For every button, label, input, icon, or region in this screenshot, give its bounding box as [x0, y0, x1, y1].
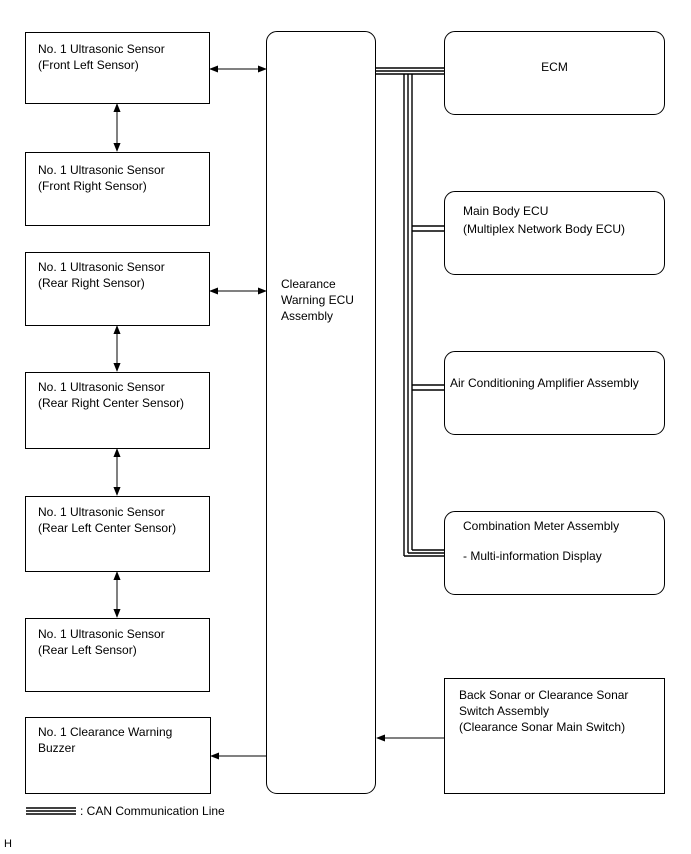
- sonar-switch-line3: (Clearance Sonar Main Switch): [459, 720, 626, 734]
- ecu-line1: Clearance: [281, 277, 336, 291]
- sensor-rear-right-line1: No. 1 Ultrasonic Sensor: [38, 260, 165, 274]
- sonar-switch-line2: Switch Assembly: [459, 704, 550, 718]
- ecu-line3: Assembly: [281, 309, 334, 323]
- sensor-rear-left-center-line2: (Rear Left Center Sensor): [38, 521, 177, 535]
- buzzer-line1: No. 1 Clearance Warning: [38, 725, 173, 739]
- combination-meter-line2: - Multi-information Display: [463, 549, 602, 563]
- sensor-rear-left-center-box: No. 1 Ultrasonic Sensor (Rear Left Cente…: [25, 496, 210, 572]
- sensor-front-left-box: No. 1 Ultrasonic Sensor (Front Left Sens…: [25, 32, 210, 104]
- sensor-rear-right-center-box: No. 1 Ultrasonic Sensor (Rear Right Cent…: [25, 372, 210, 449]
- ecm-label: ECM: [541, 60, 568, 74]
- sensor-rear-right-center-line1: No. 1 Ultrasonic Sensor: [38, 380, 165, 394]
- clearance-warning-ecu-box: Clearance Warning ECU Assembly: [266, 31, 376, 794]
- legend-label: : CAN Communication Line: [80, 804, 225, 818]
- sensor-front-right-line1: No. 1 Ultrasonic Sensor: [38, 163, 165, 177]
- sensor-front-right-box: No. 1 Ultrasonic Sensor (Front Right Sen…: [25, 152, 210, 226]
- sensor-rear-right-line2: (Rear Right Sensor): [38, 276, 145, 290]
- sensor-front-left-line2: (Front Left Sensor): [38, 58, 139, 72]
- can-bus: [376, 67, 444, 557]
- sensor-rear-left-line2: (Rear Left Sensor): [38, 643, 137, 657]
- combination-meter-box: Combination Meter Assembly - Multi-infor…: [444, 511, 665, 595]
- ac-amplifier-label: Air Conditioning Amplifier Assembly: [450, 376, 639, 390]
- main-body-ecu-line2: (Multiplex Network Body ECU): [463, 222, 626, 236]
- sensor-rear-left-center-line1: No. 1 Ultrasonic Sensor: [38, 505, 165, 519]
- sensor-rear-left-box: No. 1 Ultrasonic Sensor (Rear Left Senso…: [25, 618, 210, 692]
- sensor-front-right-line2: (Front Right Sensor): [38, 179, 147, 193]
- ecu-line2: Warning ECU: [281, 293, 354, 307]
- buzzer-box: No. 1 Clearance Warning Buzzer: [25, 717, 211, 794]
- legend-can-symbol: [26, 807, 76, 815]
- sensor-rear-right-box: No. 1 Ultrasonic Sensor (Rear Right Sens…: [25, 252, 210, 326]
- figure-code: H: [4, 838, 12, 850]
- main-body-ecu-line1: Main Body ECU: [463, 204, 549, 218]
- sensor-rear-right-center-line2: (Rear Right Center Sensor): [38, 396, 185, 410]
- main-body-ecu-box: Main Body ECU (Multiplex Network Body EC…: [444, 191, 665, 275]
- sonar-switch-box: Back Sonar or Clearance Sonar Switch Ass…: [444, 678, 665, 794]
- ecm-box: ECM: [444, 31, 665, 115]
- buzzer-line2: Buzzer: [38, 741, 76, 755]
- ac-amplifier-box: Air Conditioning Amplifier Assembly: [444, 351, 665, 435]
- sonar-switch-line1: Back Sonar or Clearance Sonar: [459, 688, 629, 702]
- combination-meter-line1: Combination Meter Assembly: [463, 519, 620, 533]
- sensor-front-left-line1: No. 1 Ultrasonic Sensor: [38, 42, 165, 56]
- sensor-rear-left-line1: No. 1 Ultrasonic Sensor: [38, 627, 165, 641]
